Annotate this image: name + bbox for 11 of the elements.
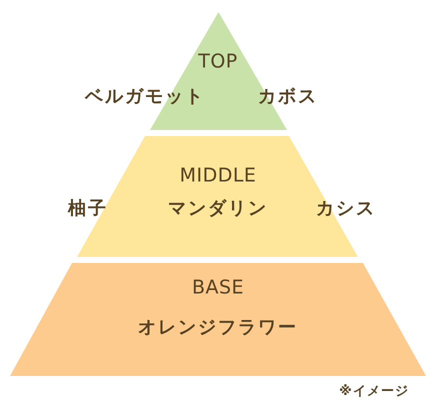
tier-heading: MIDDLE — [180, 166, 256, 186]
ingredient-label: オレンジフラワー — [138, 318, 298, 338]
ingredient-label: ベルガモット — [85, 87, 205, 107]
pyramid-base-tier — [10, 263, 426, 376]
note-text: ※イメージ — [339, 384, 409, 400]
ingredient-label: カシス — [316, 199, 376, 219]
ingredient-label: カボス — [258, 87, 318, 107]
tier-heading: TOP — [198, 52, 238, 72]
ingredient-label: マンダリン — [168, 199, 268, 219]
tier-heading: BASE — [192, 278, 244, 298]
ingredient-label: 柚子 — [68, 199, 108, 219]
